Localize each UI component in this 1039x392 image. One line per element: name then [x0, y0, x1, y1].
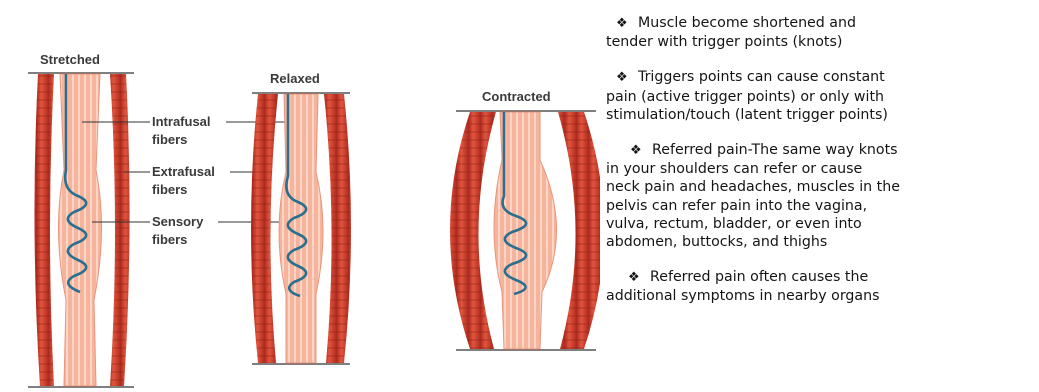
bullet-item-3: ❖Referred pain-The same way knots in you… [606, 141, 1039, 251]
diamond-bullet-icon: ❖ [606, 69, 638, 87]
bullet-item-4: ❖Referred pain often causes the addition… [606, 268, 1039, 305]
label-relaxed: Relaxed [270, 71, 320, 86]
extrafusal-fiber-right [558, 112, 600, 349]
relaxed-muscle: Relaxed [251, 71, 351, 364]
label-sensory-1: Sensory [152, 214, 204, 229]
extrafusal-fiber-left [251, 94, 278, 363]
label-sensory-2: fibers [152, 232, 187, 247]
extrafusal-fiber-right [110, 74, 130, 386]
label-contracted: Contracted [482, 89, 551, 104]
label-extrafusal-1: Extrafusal [152, 164, 215, 179]
extrafusal-fiber-left [34, 74, 54, 386]
bullet-item-1: ❖Muscle become shortened and tender with… [606, 14, 1039, 51]
extrafusal-fiber-right [324, 94, 351, 363]
diamond-bullet-icon: ❖ [606, 269, 650, 287]
label-extrafusal-2: fibers [152, 182, 187, 197]
label-intrafusal-2: fibers [152, 132, 187, 147]
diamond-bullet-icon: ❖ [606, 142, 652, 160]
contracted-muscle: Contracted [450, 89, 600, 350]
diamond-bullet-icon: ❖ [606, 15, 638, 33]
muscle-spindle-diagram: Stretched Intrafusal fibers Extrafusal f… [0, 0, 600, 392]
label-stretched: Stretched [40, 52, 100, 67]
intrafusal-fiber [279, 94, 323, 363]
extrafusal-fiber-left [450, 112, 496, 349]
bullet-item-2: ❖Triggers points can cause constant pain… [606, 68, 1039, 124]
stretched-muscle: Stretched [28, 52, 134, 387]
label-intrafusal-1: Intrafusal [152, 114, 211, 129]
bullet-list: ❖Muscle become shortened and tender with… [606, 14, 1039, 323]
